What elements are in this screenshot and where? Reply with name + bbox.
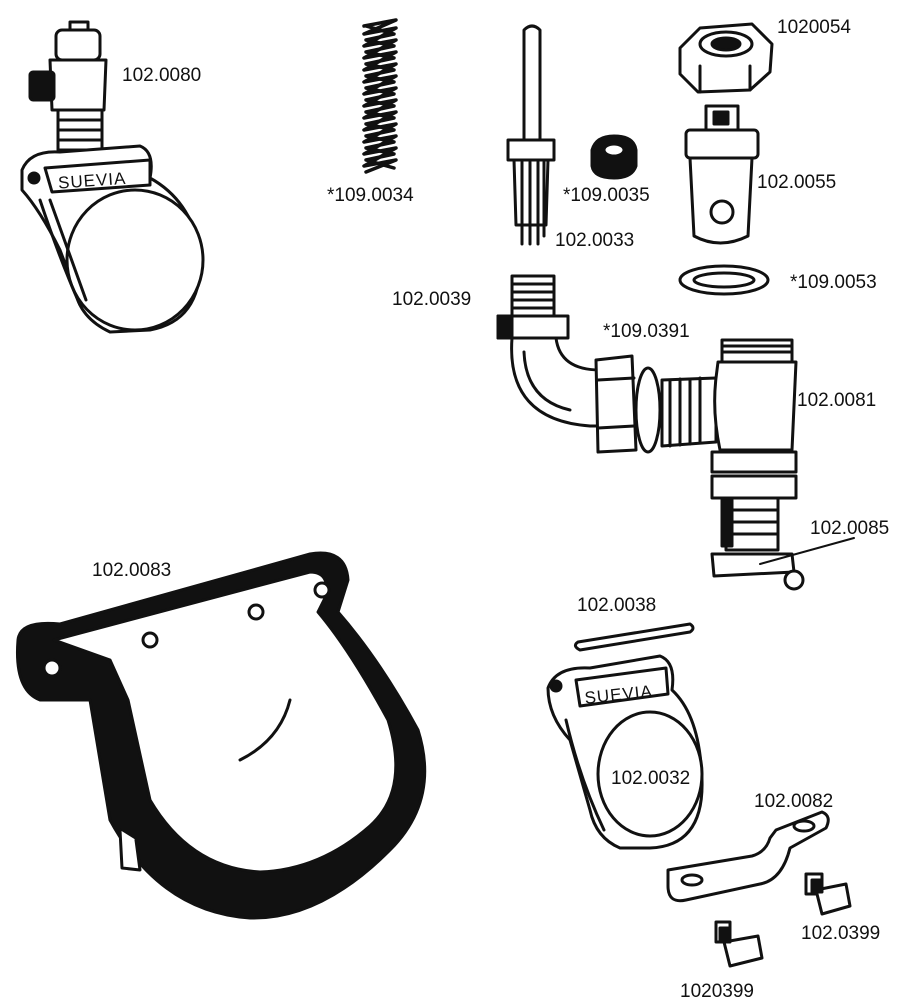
valve-body-drawing xyxy=(684,104,760,245)
label-gasket: *109.0391 xyxy=(603,321,690,342)
valve-bowl-assembly-drawing: SUEVIA xyxy=(20,20,205,334)
label-bracket: 102.0082 xyxy=(754,791,834,812)
label-lock-nut: 102.0085 xyxy=(810,518,890,539)
pin-drawing xyxy=(506,24,556,246)
spring-drawing xyxy=(362,18,398,174)
label-washer-ring: *109.0053 xyxy=(790,272,877,293)
label-pin: 102.0033 xyxy=(555,230,635,251)
small-seal-drawing xyxy=(590,134,638,180)
label-bolt-right: 102.0399 xyxy=(801,923,881,944)
label-spring: *109.0034 xyxy=(327,185,414,206)
label-elbow-fitting: 102.0039 xyxy=(392,289,472,310)
bolt-bottom-drawing xyxy=(714,920,764,968)
label-rod: 102.0038 xyxy=(577,595,657,616)
elbow-fitting-drawing xyxy=(496,274,602,428)
label-bolt-bottom: 1020399 xyxy=(680,981,754,1002)
washer-ring-drawing xyxy=(678,264,770,296)
label-nut: 1020054 xyxy=(777,17,851,38)
large-bowl-drawing xyxy=(15,551,427,920)
label-valve-bowl-assembly: 102.0080 xyxy=(122,65,202,86)
label-large-bowl: 102.0083 xyxy=(92,560,172,581)
lid-drawing: SUEVIA xyxy=(546,654,704,850)
svg-text:SUEVIA: SUEVIA xyxy=(57,169,127,193)
nut-drawing xyxy=(678,22,774,94)
bracket-drawing xyxy=(666,810,830,903)
label-small-seal: *109.0035 xyxy=(563,185,650,206)
rod-drawing xyxy=(573,622,695,652)
label-tee-fitting: 102.0081 xyxy=(797,390,877,411)
label-valve-body: 102.0055 xyxy=(757,172,837,193)
label-lid: 102.0032 xyxy=(611,768,691,789)
bolt-right-drawing xyxy=(804,872,852,916)
tee-fitting-drawing xyxy=(594,338,855,591)
